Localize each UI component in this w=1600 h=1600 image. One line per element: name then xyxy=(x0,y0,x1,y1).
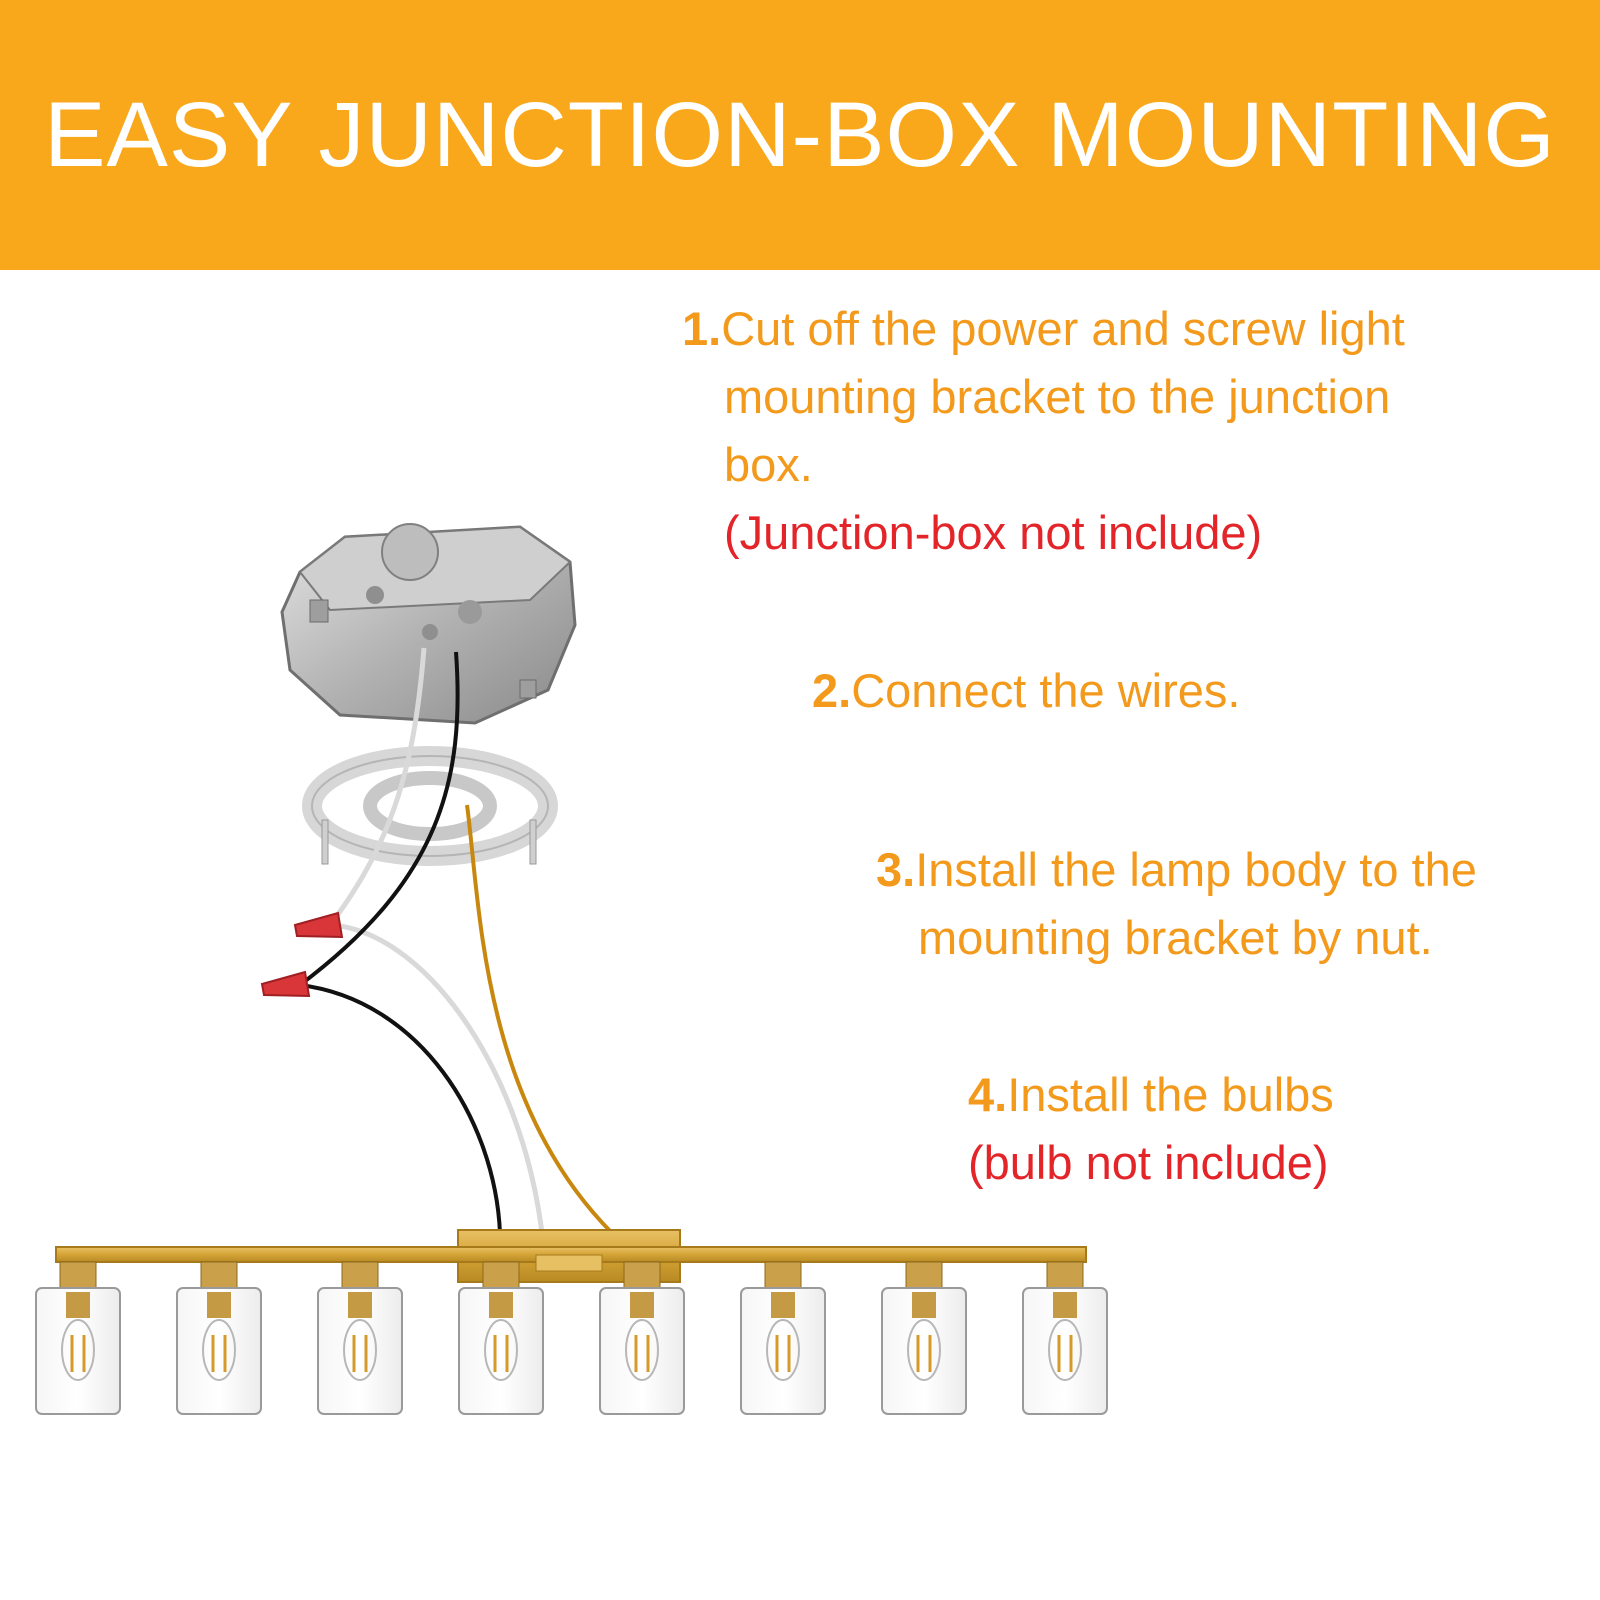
bulb-shade-icon xyxy=(881,1261,967,1415)
bulb-shade-icon xyxy=(740,1261,826,1415)
step-2-number: 2. xyxy=(812,664,852,717)
bulb-shade-icon xyxy=(317,1261,403,1415)
wire-nut-icon xyxy=(260,970,311,998)
step-2: 2.Connect the wires. xyxy=(812,657,1240,725)
step-3-line-2: mounting bracket by nut. xyxy=(918,911,1433,964)
header-banner: EASY JUNCTION-BOX MOUNTING xyxy=(0,0,1600,270)
junction-box-icon xyxy=(280,523,577,725)
step-1-number: 1. xyxy=(682,302,722,355)
bulb-shade-icon xyxy=(599,1261,685,1415)
step-1: 1.Cut off the power and screw light moun… xyxy=(682,295,1405,567)
step-3: 3.Install the lamp body to the mounting … xyxy=(876,836,1477,972)
step-1-line-2: mounting bracket to the junction xyxy=(724,370,1391,423)
mounting-bracket-icon xyxy=(302,746,558,866)
bulb-shade-icon xyxy=(1022,1261,1108,1415)
step-1-note: (Junction-box not include) xyxy=(724,506,1263,559)
step-3-line-1: Install the lamp body to the xyxy=(915,843,1477,896)
step-1-line-1: Cut off the power and screw light xyxy=(721,302,1405,355)
page-title: EASY JUNCTION-BOX MOUNTING xyxy=(44,83,1556,186)
step-4-line-1: Install the bulbs xyxy=(1007,1068,1334,1121)
wires xyxy=(294,647,614,1235)
wire-nut-icon xyxy=(293,911,344,939)
bulb-shade-icon xyxy=(35,1261,121,1415)
step-1-line-3: box. xyxy=(724,438,813,491)
bulb-shade-icon xyxy=(176,1261,262,1415)
step-3-number: 3. xyxy=(876,843,916,896)
step-4-note: (bulb not include) xyxy=(968,1136,1329,1189)
step-4-number: 4. xyxy=(968,1068,1008,1121)
step-4: 4.Install the bulbs (bulb not include) xyxy=(968,1061,1334,1197)
step-2-line-1: Connect the wires. xyxy=(851,664,1241,717)
bulb-shade-icon xyxy=(458,1261,544,1415)
